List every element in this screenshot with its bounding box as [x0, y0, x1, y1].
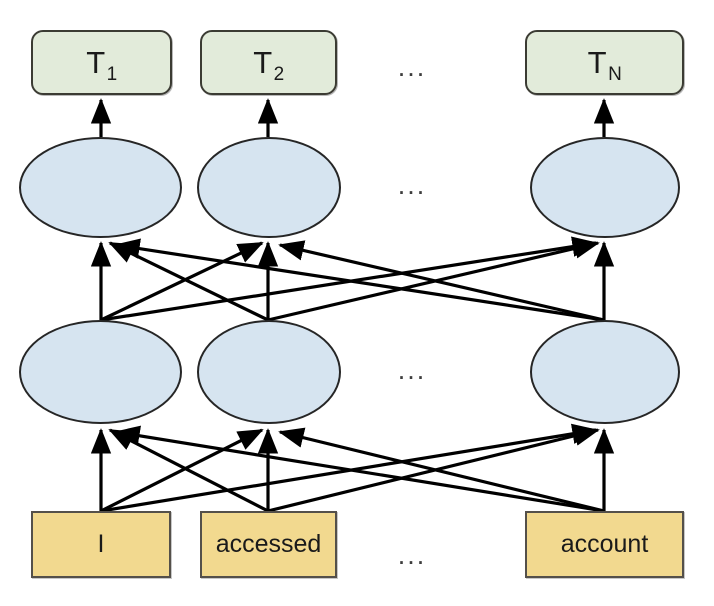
hidden1-node-2[interactable]	[197, 320, 341, 424]
hidden2-node-n[interactable]	[530, 137, 680, 238]
output-token-TN[interactable]: TN	[525, 30, 684, 95]
input-word-I-label: I	[97, 530, 105, 558]
input-word-I[interactable]: I	[31, 511, 171, 578]
hidden2-node-2[interactable]	[197, 137, 341, 238]
output-row-ellipsis: ...	[397, 51, 427, 82]
hidden2-node-1[interactable]	[19, 137, 182, 238]
input-word-accessed[interactable]: accessed	[200, 511, 337, 578]
output-token-T2[interactable]: T2	[200, 30, 337, 95]
input-row-ellipsis: ...	[397, 539, 427, 570]
edges-hidden1-to-hidden2	[90, 236, 615, 322]
output-token-TN-label: TN	[587, 45, 623, 85]
hidden2-row-ellipsis: ...	[397, 169, 427, 200]
output-token-T1-label: T1	[86, 45, 118, 85]
hidden1-node-1[interactable]	[19, 320, 182, 424]
hidden1-row-ellipsis: ...	[397, 354, 427, 385]
input-word-accessed-label: accessed	[215, 530, 322, 558]
edges-input-to-hidden1	[90, 423, 615, 513]
output-token-T1[interactable]: T1	[31, 30, 172, 95]
output-token-T2-label: T2	[253, 45, 285, 85]
input-word-account-label: account	[560, 530, 649, 558]
hidden1-node-n[interactable]	[530, 320, 680, 424]
edges-hidden2-to-output	[90, 98, 615, 137]
input-word-account[interactable]: account	[525, 511, 684, 578]
